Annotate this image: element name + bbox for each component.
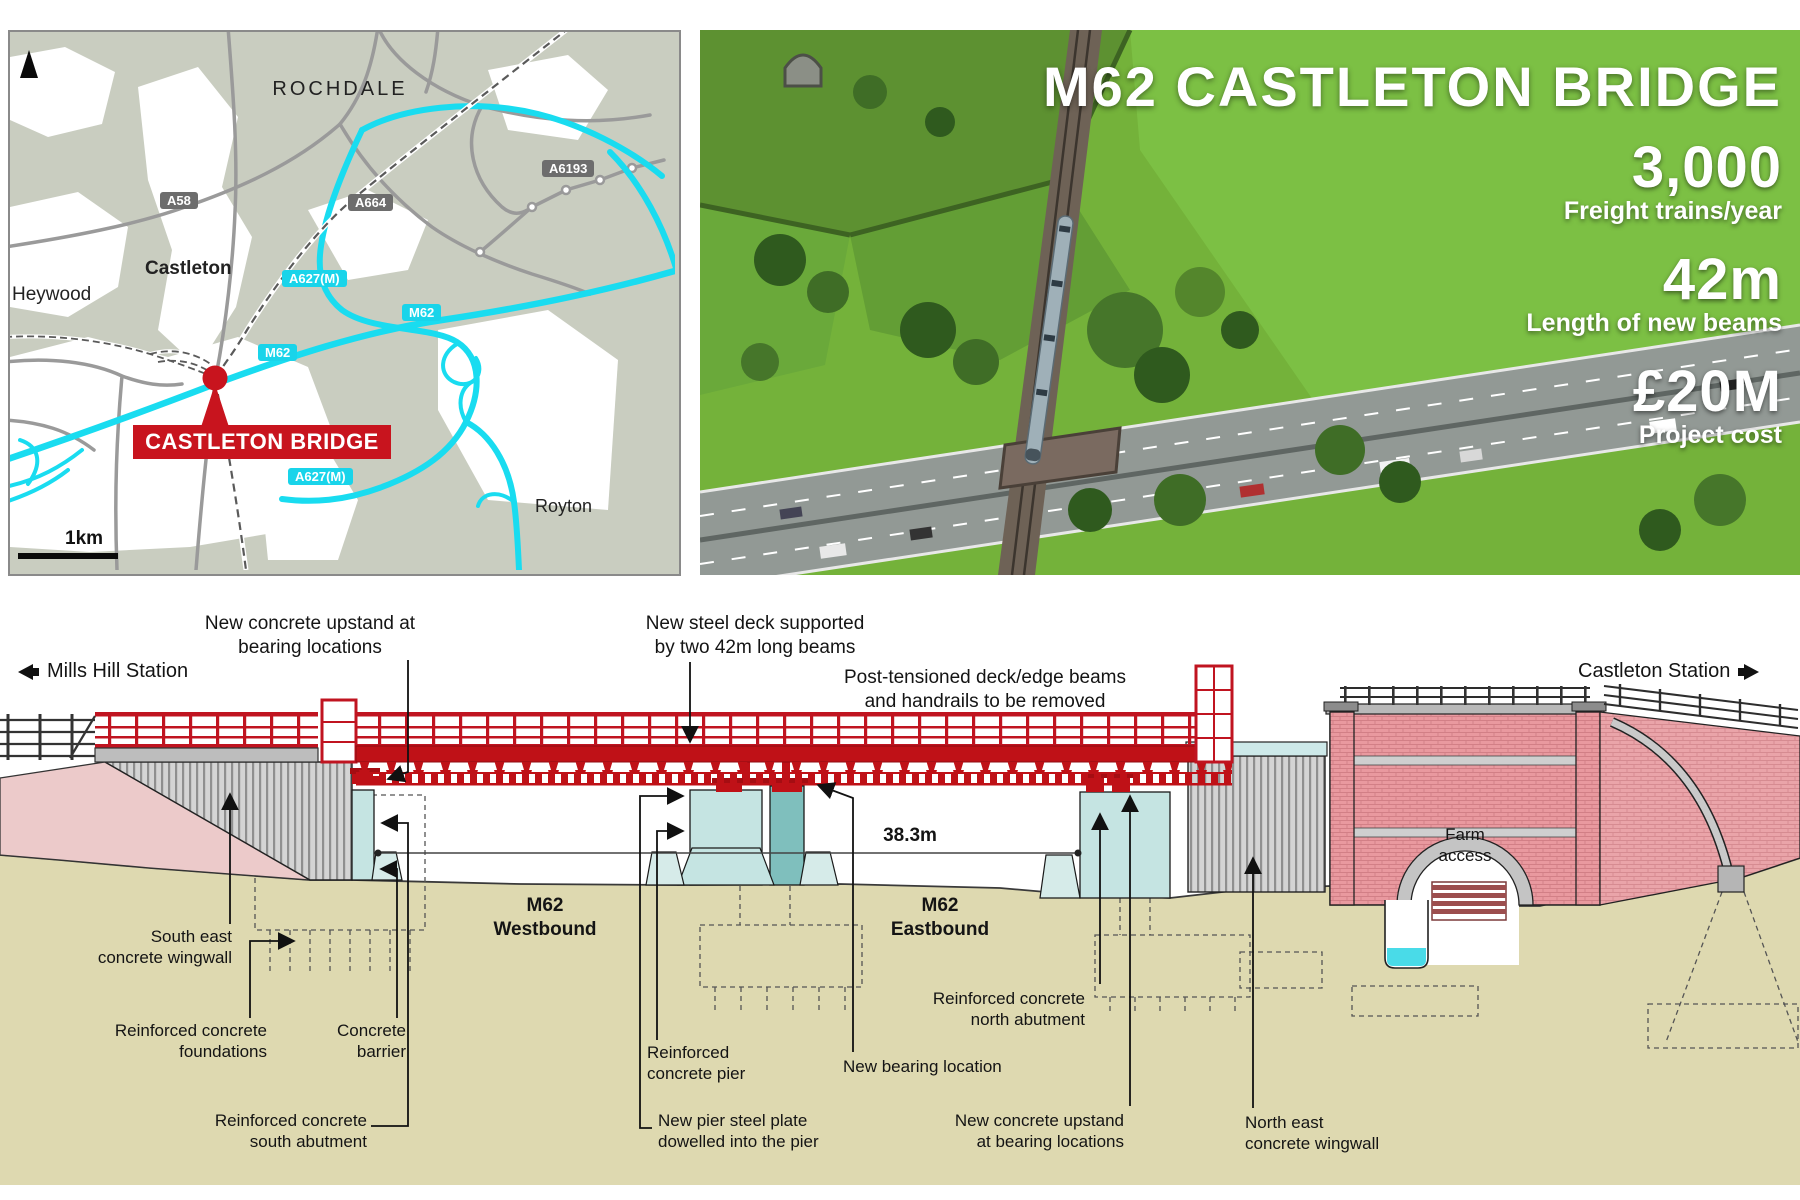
- north-arrow-icon: [20, 50, 38, 78]
- callout-pier: Reinforced concrete pier: [647, 1043, 746, 1084]
- ground: [0, 855, 1800, 1185]
- motorway-shield-m62-east: M62: [402, 304, 442, 321]
- map-town-heywood: Heywood: [12, 284, 92, 305]
- stat-freight-trains: 3,000 Freight trains/year: [1526, 138, 1782, 226]
- motorway-shield-a627m-upper: A627(M): [282, 270, 347, 287]
- callout-steel-deck: New steel deck supported by two 42m long…: [645, 613, 865, 658]
- span-dimension-line: [374, 849, 1082, 857]
- road-shield-a6193: A6193: [542, 160, 595, 177]
- callout-south-abutment: Reinforced concrete south abutment: [214, 1111, 367, 1152]
- map-scale-bar: [18, 553, 118, 559]
- road-shield-a58: A58: [160, 192, 198, 209]
- bridge-marker: [201, 365, 229, 427]
- hero-stats: 3,000 Freight trains/year 42m Length of …: [1526, 138, 1782, 474]
- callout-post-tensioned: Post-tensioned deck/edge beams and handr…: [843, 667, 1126, 712]
- arrow-left-icon: [10, 663, 39, 680]
- aerial-photo: M62 CASTLETON BRIDGE 3,000 Freight train…: [700, 30, 1800, 575]
- arch-ring: [1396, 836, 1534, 906]
- trees: [741, 75, 1746, 551]
- stat-value: £20M: [1632, 358, 1782, 424]
- aerial-photo-graphic: [700, 30, 1800, 575]
- motorway-shield-a627m-lower: A627(M): [288, 468, 353, 485]
- direction-mills-hill: Mills Hill Station: [10, 660, 188, 683]
- label-farm-access: Farm access: [1438, 825, 1492, 866]
- bridge-location-dot: [202, 365, 228, 391]
- motorways: [10, 103, 675, 570]
- road-shield-a664: A664: [348, 194, 394, 211]
- map-town-castleton: Castleton: [145, 258, 232, 279]
- south-joint-tower: [320, 698, 358, 764]
- central-pier: [645, 760, 839, 886]
- map-graphic: [10, 32, 675, 570]
- stat-value: 3,000: [1631, 135, 1782, 200]
- stat-value: 42m: [1662, 246, 1782, 312]
- buried-foundations: [139, 794, 1799, 1049]
- farm-gate: [1431, 881, 1507, 921]
- approach-span: [94, 712, 319, 763]
- label-span-dimension: 38.3m: [883, 825, 937, 846]
- callout-bearing: New bearing location: [843, 1057, 1002, 1076]
- direction-castleton: Castleton Station: [1578, 660, 1767, 683]
- stat-label: Project cost: [1638, 420, 1782, 449]
- south-abutment: [351, 789, 375, 881]
- boundary-fence: [0, 714, 96, 760]
- stat-label: Freight trains/year: [1563, 197, 1782, 226]
- callout-pier-plate: New pier steel plate dowelled into the p…: [658, 1111, 819, 1152]
- callout-upstand-top: New concrete upstand at bearing location…: [204, 613, 416, 658]
- stat-label: Length of new beams: [1526, 309, 1782, 338]
- bridge-deck: [355, 712, 1233, 786]
- farm-access-bridge: [1323, 686, 1607, 969]
- label-m62-westbound: M62 Westbound: [493, 895, 597, 940]
- stat-project-cost: £20M Project cost: [1526, 362, 1782, 450]
- callout-se-wingwall: South east concrete wingwall: [97, 927, 232, 968]
- motorway-surface: [700, 325, 1800, 575]
- road-nodes: [474, 162, 638, 258]
- urban-areas: [10, 47, 618, 560]
- train: [1024, 215, 1074, 465]
- arrow-right-icon: [1738, 663, 1767, 680]
- castleton-bridge-banner: CASTLETON BRIDGE: [133, 425, 391, 459]
- hero-title: M62 CASTLETON BRIDGE: [1042, 55, 1782, 118]
- direction-label: Castleton Station: [1578, 660, 1731, 682]
- callout-barrier: Concrete barrier: [337, 1021, 406, 1062]
- label-m62-eastbound: M62 Eastbound: [890, 895, 990, 940]
- callout-ne-wingwall: North east concrete wingwall: [1245, 1113, 1380, 1154]
- motorway-shield-m62-mid: M62: [258, 344, 298, 361]
- water: [1387, 948, 1426, 966]
- callout-north-abutment: Reinforced concrete north abutment: [932, 989, 1085, 1030]
- north-abutment: [1079, 791, 1171, 899]
- map-scale-label: 1km: [65, 528, 104, 549]
- callout-upstand-bottom: New concrete upstand at bearing location…: [954, 1111, 1124, 1152]
- north-barrier: [1039, 854, 1081, 899]
- location-map: ROCHDALE Castleton Heywood Royton A58 A6…: [8, 30, 681, 576]
- callout-foundations: Reinforced concrete foundations: [114, 1021, 267, 1062]
- leader-lines: [221, 660, 1262, 1129]
- stat-beam-length: 42m Length of new beams: [1526, 250, 1782, 338]
- tunnel-portal: [783, 53, 823, 88]
- right-wing-wall: [1599, 684, 1800, 906]
- map-town-rochdale: ROCHDALE: [272, 78, 408, 100]
- map-town-royton: Royton: [535, 496, 593, 516]
- direction-label: Mills Hill Station: [47, 660, 189, 682]
